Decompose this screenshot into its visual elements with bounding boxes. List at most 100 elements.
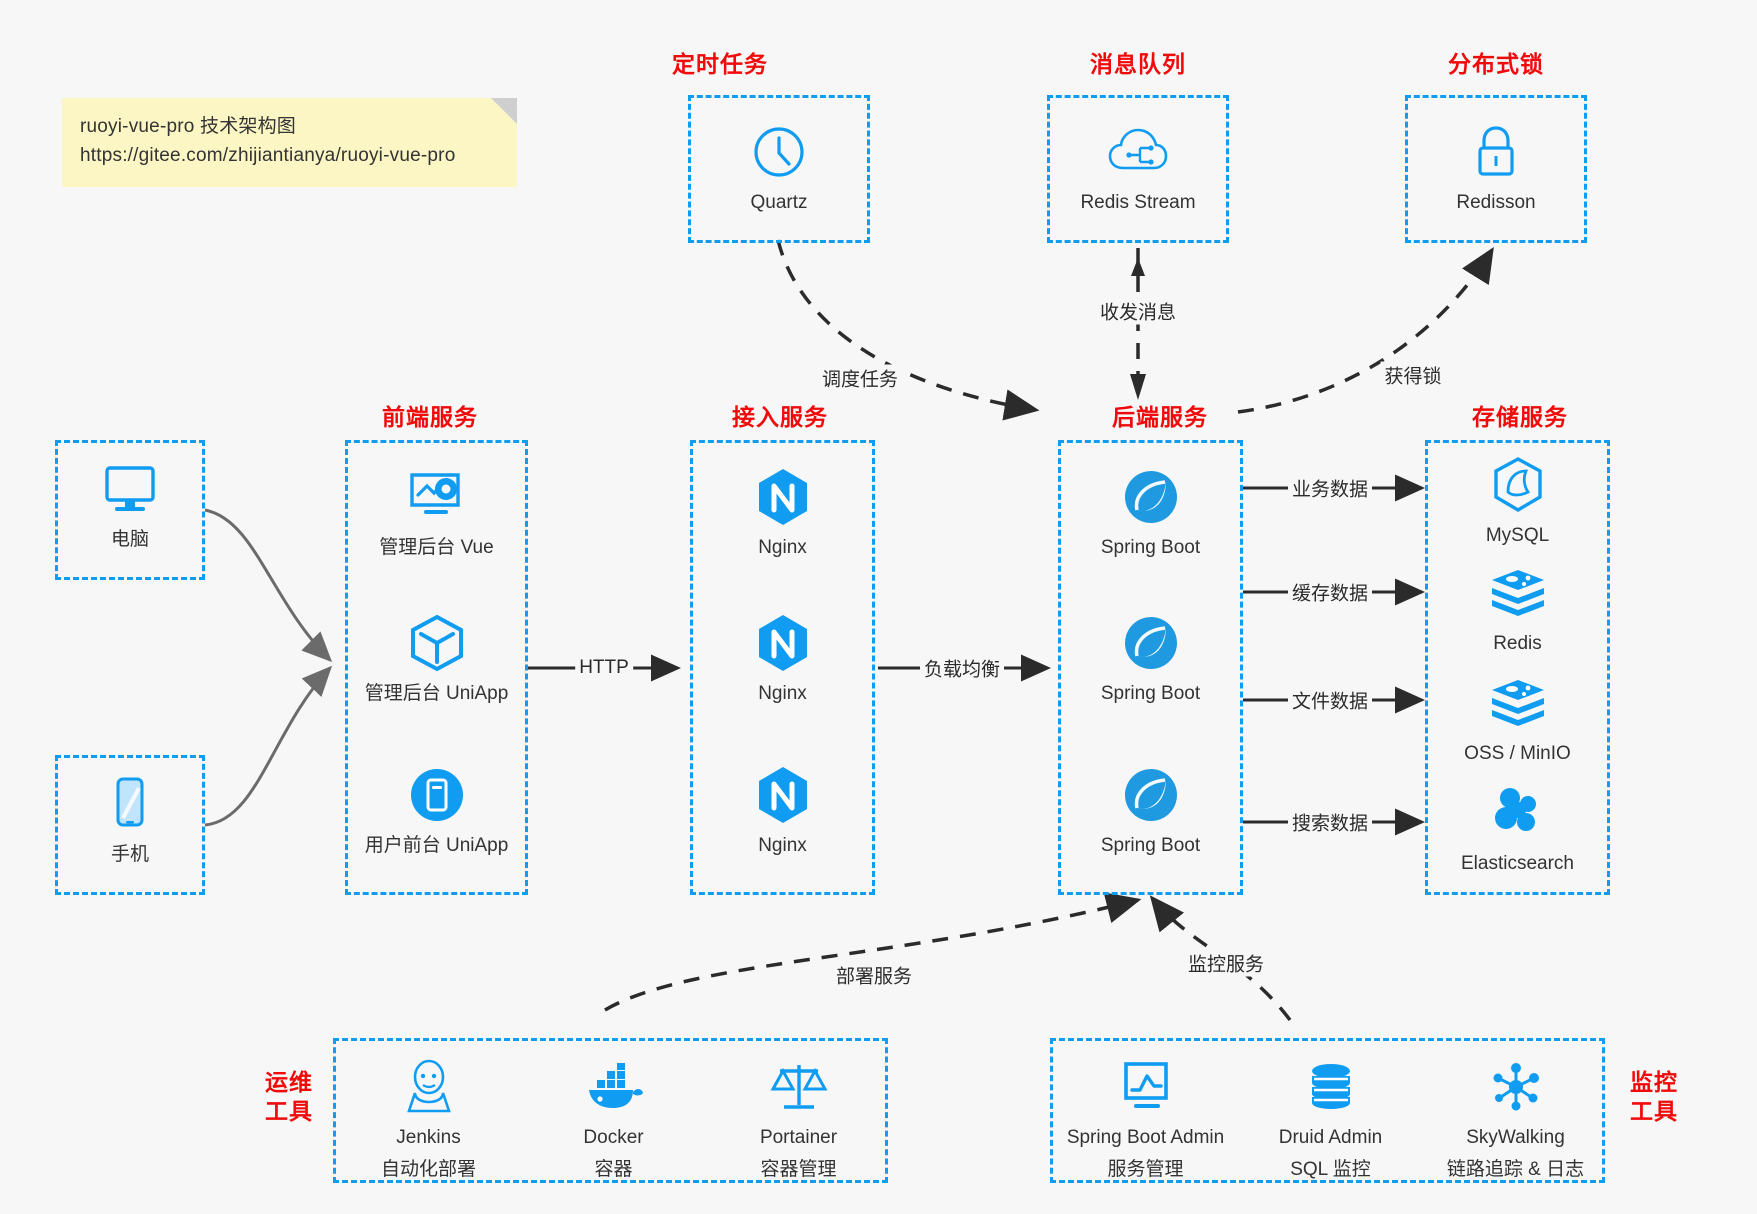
node-admin-vue[interactable]: 管理后台 Vue — [348, 465, 525, 561]
group-title-scheduled-tasks: 定时任务 — [672, 51, 768, 77]
node-druid-admin[interactable]: Druid Admin SQL 监控 — [1238, 1055, 1423, 1182]
group-box-message-queue: Redis Stream — [1047, 95, 1229, 243]
node-label: Nginx — [758, 835, 807, 856]
group-title-monitoring: 监控 工具 — [1615, 1068, 1693, 1126]
jenkins-icon — [336, 1055, 521, 1119]
cloud-stream-icon — [1050, 120, 1226, 184]
node-admin-uniapp[interactable]: 管理后台 UniApp — [348, 611, 525, 707]
dashboard-gear-icon — [348, 465, 525, 529]
node-jenkins[interactable]: Jenkins 自动化部署 — [336, 1055, 521, 1182]
node-desc: 自动化部署 — [380, 1158, 476, 1180]
node-desc: 容器 — [594, 1158, 633, 1180]
node-desc: 链路追踪 & 日志 — [1446, 1158, 1585, 1180]
redis-icon — [1428, 671, 1607, 735]
node-nginx-1[interactable]: Nginx — [693, 465, 872, 561]
mobile-phone-icon — [58, 772, 202, 836]
node-user-uniapp[interactable]: 用户前台 UniApp — [348, 763, 525, 859]
elasticsearch-icon — [1428, 781, 1607, 845]
node-label: Quartz — [750, 192, 808, 213]
edge-label-send-receive-message: 收发消息 — [1095, 297, 1181, 325]
note-fold-corner — [491, 98, 517, 124]
node-spring-boot-1[interactable]: Spring Boot — [1061, 465, 1240, 561]
monitor-chart-icon — [1053, 1055, 1238, 1119]
node-redis[interactable]: Redis — [1428, 561, 1607, 657]
lock-icon — [1408, 120, 1584, 184]
note-line-url: https://gitee.com/zhijiantianya/ruoyi-vu… — [80, 145, 456, 167]
node-portainer[interactable]: Portainer 容器管理 — [706, 1055, 891, 1182]
group-title-access: 接入服务 — [732, 404, 828, 430]
nginx-icon — [693, 465, 872, 529]
edge-label-search-data: 搜索数据 — [1287, 808, 1373, 836]
edge-label-load-balance: 负载均衡 — [919, 654, 1005, 682]
node-label: Redis — [1493, 633, 1542, 654]
docker-icon — [521, 1055, 706, 1119]
node-oss-minio[interactable]: OSS / MinIO — [1428, 671, 1607, 767]
node-elasticsearch[interactable]: Elasticsearch — [1428, 781, 1607, 877]
group-title-backend: 后端服务 — [1112, 404, 1208, 430]
database-icon — [1238, 1055, 1423, 1119]
note-line-title: ruoyi-vue-pro 技术架构图 — [80, 116, 297, 137]
node-spring-boot-admin[interactable]: Spring Boot Admin 服务管理 — [1053, 1055, 1238, 1182]
redis-icon — [1428, 561, 1607, 625]
edge-label-cache-data: 缓存数据 — [1287, 578, 1373, 606]
node-label: 用户前台 UniApp — [364, 835, 509, 856]
node-desc: 服务管理 — [1107, 1158, 1184, 1180]
node-quartz[interactable]: Quartz — [691, 120, 867, 216]
node-phone[interactable]: 手机 — [58, 772, 202, 868]
portainer-scale-icon — [706, 1055, 891, 1119]
group-box-scheduled-tasks: Quartz — [688, 95, 870, 243]
edge-label-business-data: 业务数据 — [1287, 474, 1373, 502]
group-title-message-queue: 消息队列 — [1090, 51, 1186, 77]
node-desc: 容器管理 — [760, 1158, 837, 1180]
group-box-distributed-lock: Redisson — [1405, 95, 1587, 243]
spring-boot-icon — [1061, 465, 1240, 529]
node-redisson[interactable]: Redisson — [1408, 120, 1584, 216]
title-note: ruoyi-vue-pro 技术架构图 https://gitee.com/zh… — [62, 98, 517, 187]
node-label: 电脑 — [110, 529, 149, 550]
node-label: Elasticsearch — [1461, 853, 1574, 874]
edge-label-monitor-service: 监控服务 — [1183, 949, 1269, 977]
node-nginx-3[interactable]: Nginx — [693, 763, 872, 859]
client-box-computer: 电脑 — [55, 440, 205, 580]
edge-label-acquire-lock: 获得锁 — [1380, 361, 1446, 389]
group-box-storage: MySQL Redis — [1425, 440, 1610, 895]
node-label: MySQL — [1485, 525, 1550, 546]
group-title-monitoring-line2: 工具 — [1630, 1097, 1678, 1124]
group-box-devops: Jenkins 自动化部署 Docker 容器 — [333, 1038, 888, 1183]
edge-label-http: HTTP — [575, 657, 633, 679]
node-desc: SQL 监控 — [1290, 1158, 1371, 1180]
node-spring-boot-2[interactable]: Spring Boot — [1061, 611, 1240, 707]
node-label: Spring Boot — [1100, 835, 1201, 856]
nginx-icon — [693, 611, 872, 675]
node-nginx-2[interactable]: Nginx — [693, 611, 872, 707]
node-label: OSS / MinIO — [1464, 743, 1571, 764]
node-label: Nginx — [758, 683, 807, 704]
edge-label-file-data: 文件数据 — [1287, 686, 1373, 714]
node-docker[interactable]: Docker 容器 — [521, 1055, 706, 1182]
clock-icon — [691, 120, 867, 184]
node-name: Spring Boot Admin — [1066, 1127, 1225, 1148]
node-skywalking[interactable]: SkyWalking 链路追踪 & 日志 — [1423, 1055, 1608, 1182]
node-label: 手机 — [110, 844, 149, 865]
node-mysql[interactable]: MySQL — [1428, 453, 1607, 549]
node-label: Nginx — [758, 537, 807, 558]
group-title-distributed-lock: 分布式锁 — [1448, 51, 1544, 77]
mysql-icon — [1428, 453, 1607, 517]
group-box-frontend: 管理后台 Vue 管理后台 UniApp 用户前台 UniApp — [345, 440, 528, 895]
node-redis-stream[interactable]: Redis Stream — [1050, 120, 1226, 216]
skywalking-icon — [1423, 1055, 1608, 1119]
group-box-monitoring: Spring Boot Admin 服务管理 — [1050, 1038, 1605, 1183]
nginx-icon — [693, 763, 872, 827]
edge-label-schedule-task: 调度任务 — [817, 364, 903, 392]
group-title-devops-line1: 运维 — [265, 1069, 313, 1095]
node-label: Spring Boot — [1100, 537, 1201, 558]
group-title-monitoring-line1: 监控 — [1630, 1069, 1678, 1095]
client-box-phone: 手机 — [55, 755, 205, 895]
node-name: Druid Admin — [1278, 1127, 1383, 1148]
spring-boot-icon — [1061, 611, 1240, 675]
group-title-devops: 运维 工具 — [250, 1068, 328, 1126]
node-name: Jenkins — [396, 1127, 461, 1148]
node-computer[interactable]: 电脑 — [58, 457, 202, 553]
node-spring-boot-3[interactable]: Spring Boot — [1061, 763, 1240, 859]
